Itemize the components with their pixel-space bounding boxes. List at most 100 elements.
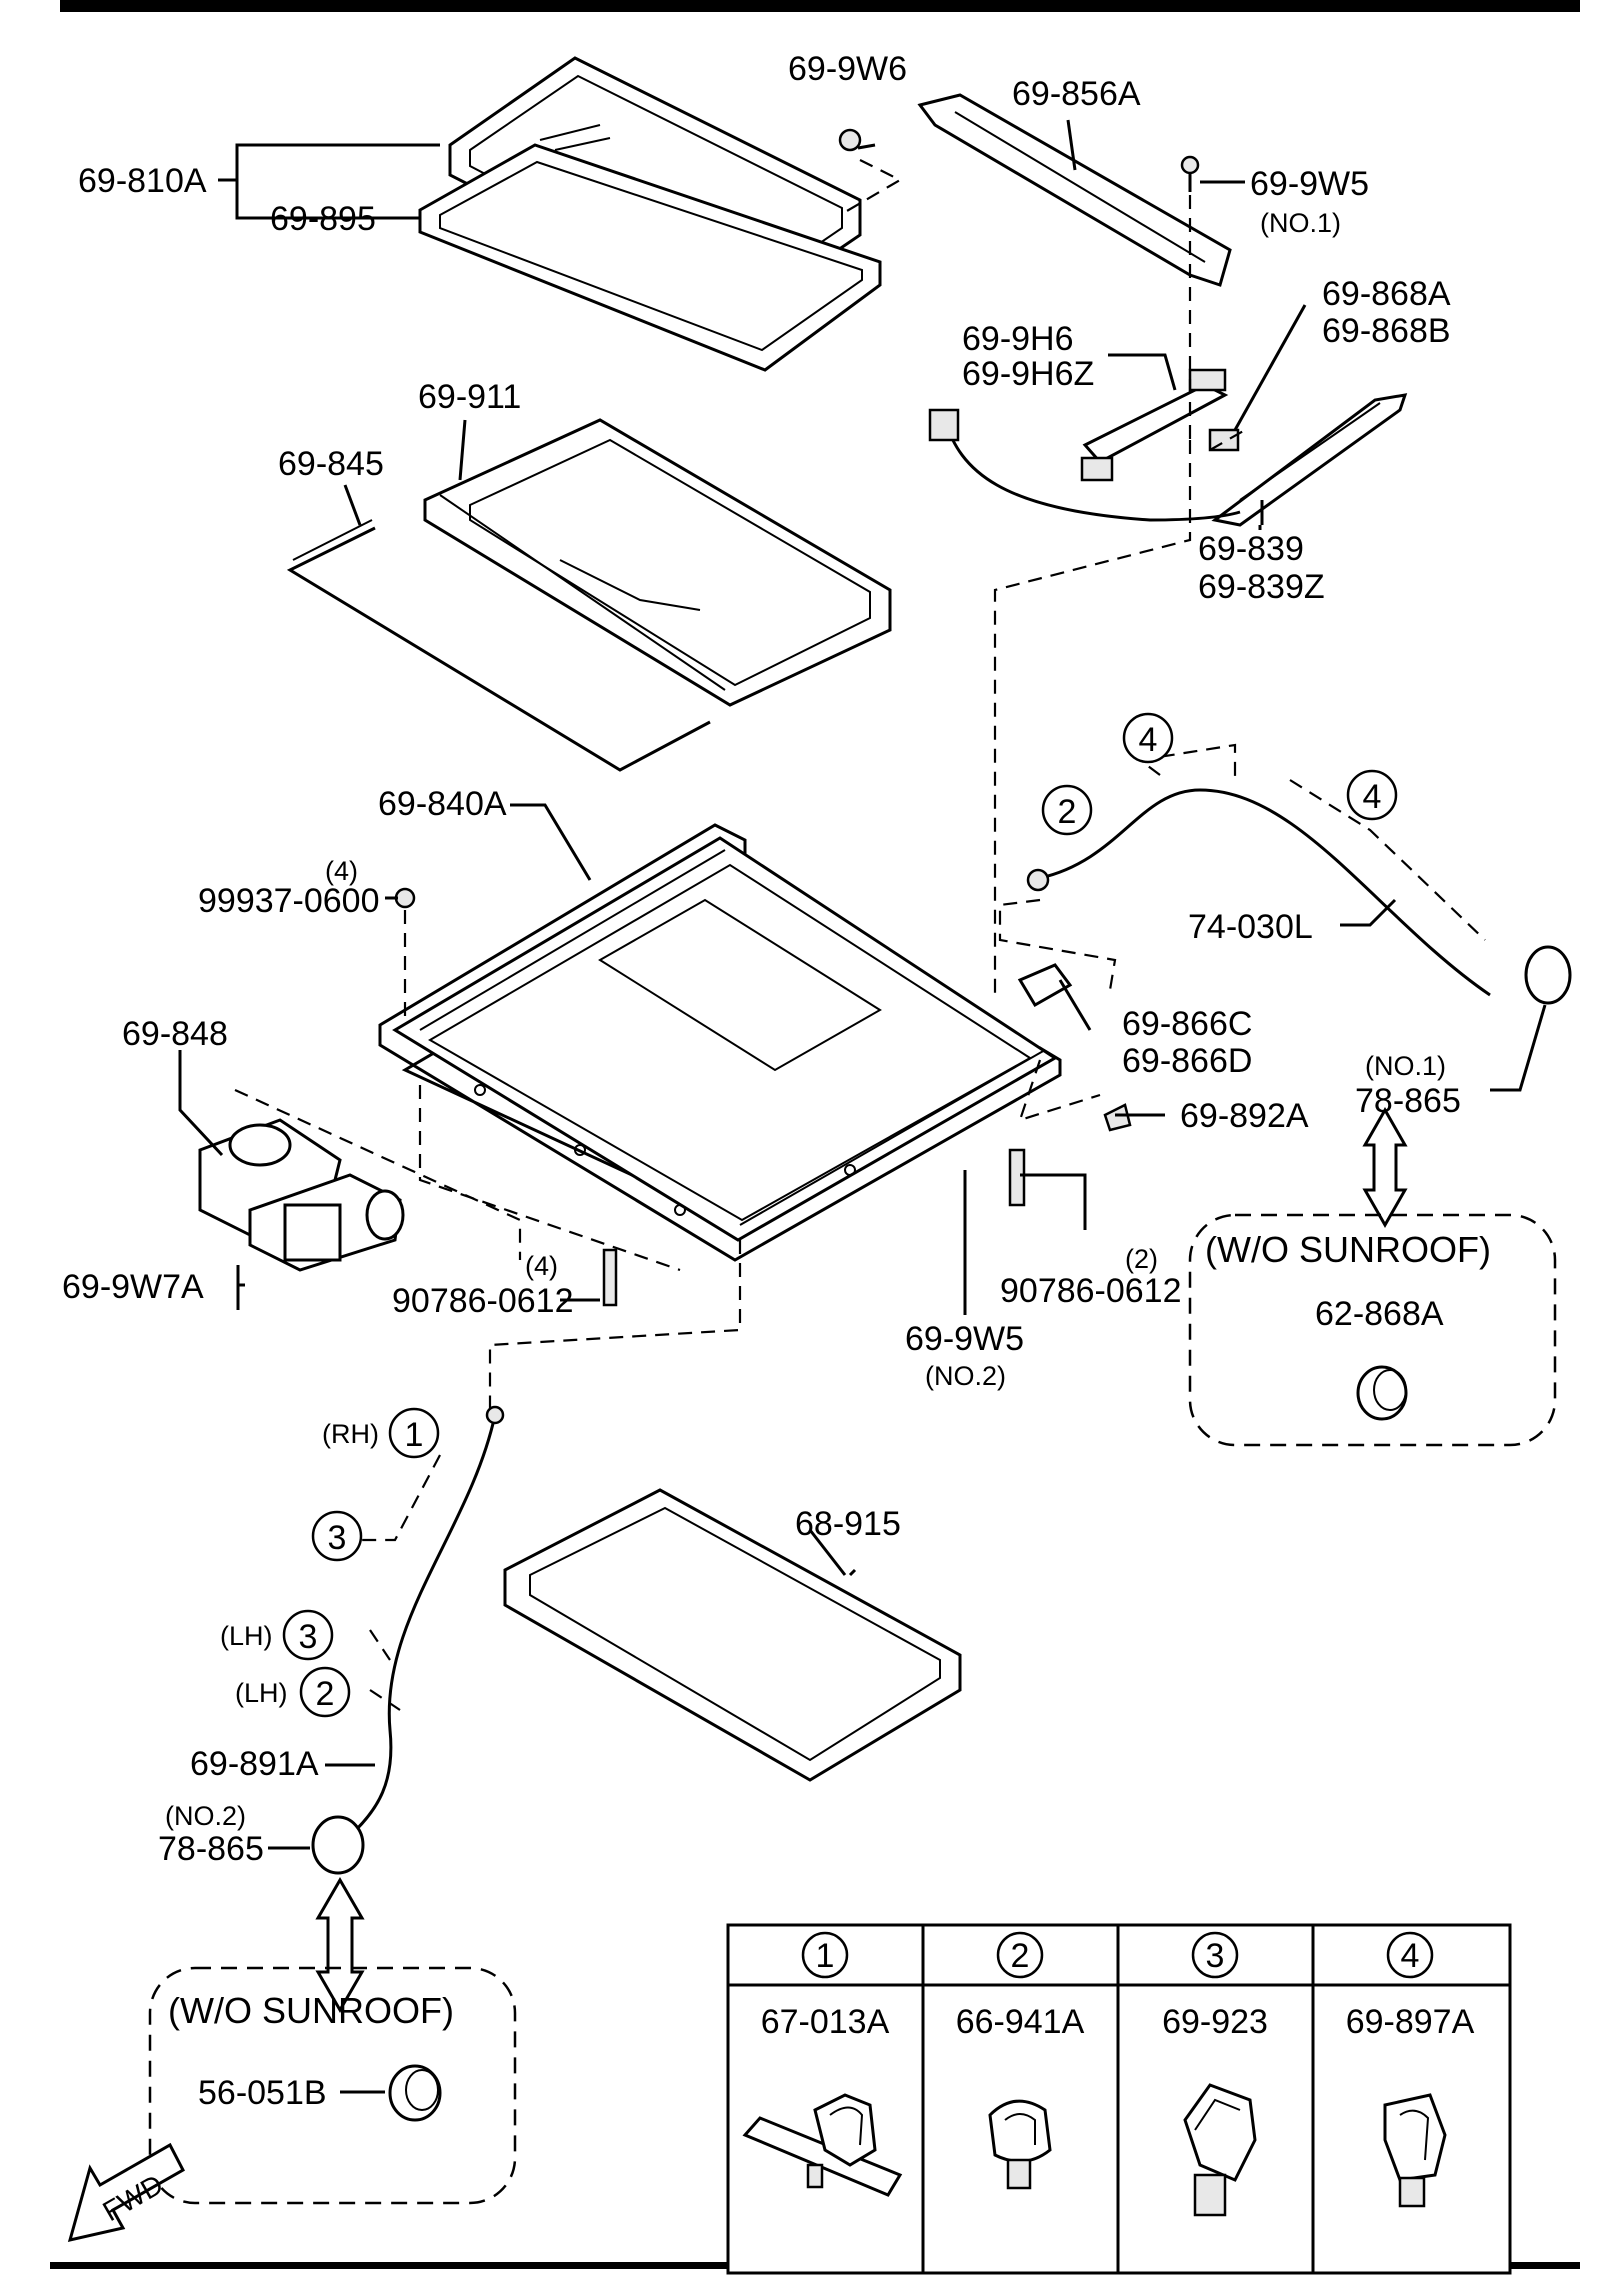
label-qty-2-bolt: (2) xyxy=(1125,1244,1158,1274)
svg-text:2: 2 xyxy=(1058,793,1077,831)
wo-sunroof-title-upper: (W/O SUNROOF) xyxy=(1205,1229,1491,1270)
double-arrow-upper xyxy=(1362,1106,1408,1229)
svg-text:3: 3 xyxy=(328,1519,347,1557)
label-69-839Z: 69-839Z xyxy=(1198,568,1325,606)
opening-trim-68-915 xyxy=(503,1488,962,1782)
wo-sunroof-box-upper xyxy=(1188,1213,1557,1447)
fwd-arrow-icon xyxy=(67,2142,185,2243)
leader-lines xyxy=(178,119,1547,2094)
svg-text:1: 1 xyxy=(405,1416,424,1454)
svg-text:4: 4 xyxy=(1401,1937,1420,1975)
label-69-892A: 69-892A xyxy=(1180,1097,1309,1135)
svg-text:3: 3 xyxy=(1206,1937,1225,1975)
link-assembly xyxy=(1080,368,1229,482)
label-78-865-no2: 78-865 xyxy=(158,1830,264,1868)
clip-part-66-941A: 66-941A xyxy=(956,2003,1085,2041)
callout-circle-2-a: 2 xyxy=(1041,784,1093,836)
callout-circle-3-a: 3 xyxy=(311,1510,363,1562)
label-90786-0612-right: 90786-0612 xyxy=(1000,1272,1182,1310)
clip-69-923-drawing xyxy=(1183,2083,1257,2217)
clip-table-header-1: 1 xyxy=(801,1931,849,1979)
callout-circle-2-b: 2 xyxy=(299,1666,351,1718)
grommet-78-865-no1 xyxy=(1524,945,1572,1005)
wo-sunroof-title-lower: (W/O SUNROOF) xyxy=(168,1990,454,2031)
svg-text:2: 2 xyxy=(1011,1937,1030,1975)
label-99937-0600: 99937-0600 xyxy=(198,882,380,920)
label-69-839: 69-839 xyxy=(1198,530,1304,568)
top-border xyxy=(60,0,1580,12)
callout-circle-4-b: 4 xyxy=(1346,769,1398,821)
clip-part-67-013A: 67-013A xyxy=(761,2003,890,2041)
label-68-915: 68-915 xyxy=(795,1505,901,1543)
svg-text:4: 4 xyxy=(1363,778,1382,816)
label-69-891A: 69-891A xyxy=(190,1745,319,1783)
bracket-69-866 xyxy=(1017,963,1073,1008)
label-lh-a: (LH) xyxy=(220,1621,273,1651)
svg-text:2: 2 xyxy=(316,1675,335,1713)
label-69-911: 69-911 xyxy=(418,378,521,416)
wo-sunroof-box-lower xyxy=(148,1966,517,2205)
label-69-9W7A: 69-9W7A xyxy=(62,1268,204,1306)
sunroof-motor xyxy=(198,1118,405,1272)
glass-weatherstrip xyxy=(418,143,882,372)
label-69-866D: 69-866D xyxy=(1122,1042,1252,1080)
drain-hose-69-891A xyxy=(344,1414,497,1842)
clip-table-header-2: 2 xyxy=(996,1931,1044,1979)
label-90786-0612-left: 90786-0612 xyxy=(392,1282,574,1320)
label-69-810A: 69-810A xyxy=(78,162,207,200)
label-lh-b: (LH) xyxy=(235,1678,288,1708)
clip-67-013A-drawing xyxy=(742,2093,903,2197)
dashed-leaders xyxy=(234,159,1486,1711)
label-no2-grommet: (NO.2) xyxy=(165,1801,246,1831)
label-69-848: 69-848 xyxy=(122,1015,228,1053)
label-78-865-no1: 78-865 xyxy=(1355,1082,1461,1120)
label-56-051B: 56-051B xyxy=(198,2074,327,2112)
screw-69-9W6 xyxy=(838,128,876,152)
label-69-9H6: 69-9H6 xyxy=(962,320,1074,358)
label-69-9W5-top: 69-9W5 xyxy=(1250,165,1369,203)
callout-circle-4-a: 4 xyxy=(1122,712,1174,764)
clip-69-897A-drawing xyxy=(1383,2093,1447,2208)
label-69-845: 69-845 xyxy=(278,445,384,483)
screw-69-9W5-no1 xyxy=(1180,155,1200,192)
drive-cable xyxy=(943,419,1241,522)
sunroof-frame xyxy=(378,823,1062,1262)
drain-hose-74-030L xyxy=(1039,788,1491,997)
side-rail-bracket xyxy=(1211,393,1408,527)
clip-part-69-923: 69-923 xyxy=(1162,2003,1268,2041)
clip-66-941A-drawing xyxy=(988,2099,1052,2190)
label-69-840A: 69-840A xyxy=(378,785,507,823)
svg-text:3: 3 xyxy=(299,1618,318,1656)
label-no1-top: (NO.1) xyxy=(1260,208,1341,238)
label-69-868A: 69-868A xyxy=(1322,275,1451,313)
label-rh: (RH) xyxy=(322,1419,379,1449)
clip-table: 1 2 3 4 67-013A 66-941A 69-923 69-897A xyxy=(726,1923,1512,2275)
label-62-868A: 62-868A xyxy=(1315,1295,1444,1333)
label-qty-4-nut: (4) xyxy=(325,856,358,886)
label-74-030L: 74-030L xyxy=(1188,908,1313,946)
grommet-78-865-no2 xyxy=(311,1815,365,1875)
label-69-895: 69-895 xyxy=(270,200,376,238)
label-69-868B: 69-868B xyxy=(1322,312,1451,350)
label-no2-screw: (NO.2) xyxy=(925,1361,1006,1391)
label-69-9W6: 69-9W6 xyxy=(788,50,907,88)
label-qty-4-bolt: (4) xyxy=(525,1251,558,1281)
svg-text:1: 1 xyxy=(816,1937,835,1975)
label-69-9H6Z: 69-9H6Z xyxy=(962,355,1094,393)
label-no1-grommet: (NO.1) xyxy=(1365,1051,1446,1081)
rear-guide-rail xyxy=(917,93,1232,287)
nut-99937-0600 xyxy=(394,887,416,909)
callout-circle-1: 1 xyxy=(388,1407,440,1459)
double-arrow-lower xyxy=(315,1877,365,2013)
clip-part-69-897A: 69-897A xyxy=(1346,2003,1475,2041)
label-69-856A: 69-856A xyxy=(1012,75,1141,113)
label-69-9W5-bottom: 69-9W5 xyxy=(905,1320,1024,1358)
clip-table-header-3: 3 xyxy=(1191,1931,1239,1979)
label-69-866C: 69-866C xyxy=(1122,1005,1252,1043)
sunshade-panel xyxy=(423,418,892,707)
deflector-wire xyxy=(286,526,711,772)
svg-text:4: 4 xyxy=(1139,721,1158,759)
clip-table-header-4: 4 xyxy=(1386,1931,1434,1979)
callout-circle-3-b: 3 xyxy=(282,1609,334,1661)
